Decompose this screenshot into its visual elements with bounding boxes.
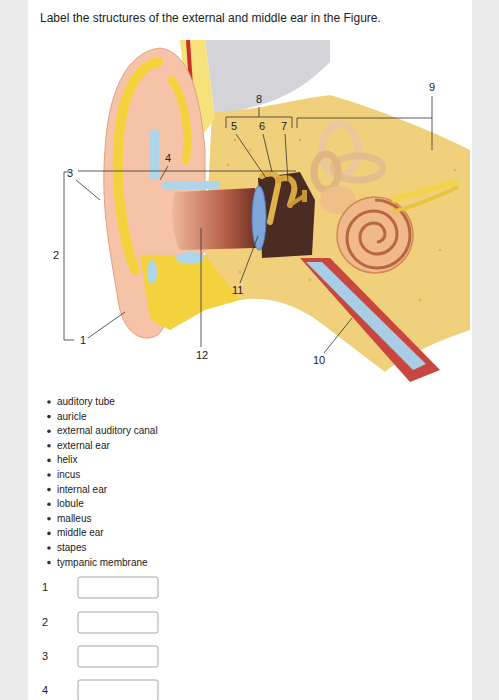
callout-number: 9: [429, 82, 435, 93]
auditory-tube-drawing: [306, 262, 426, 370]
leader-lines: [64, 96, 432, 353]
inner-ear-drawing: [392, 187, 458, 212]
question-title: Label the structures of the external and…: [40, 12, 381, 24]
callout-number: 12: [196, 350, 208, 361]
auricle-drawing: [150, 130, 159, 180]
answer-number: 2: [42, 617, 48, 628]
skull-and-skin: [227, 164, 230, 167]
leader-lines: [78, 171, 296, 172]
list-bullets: [47, 532, 51, 536]
callout-number: 1: [80, 335, 86, 346]
callout-number: 10: [313, 355, 325, 366]
list-bullets: [47, 429, 51, 433]
term-item: incus: [57, 470, 80, 480]
callout-number: 11: [232, 285, 243, 296]
auricle-drawing: [162, 181, 220, 189]
leader-lines: [88, 312, 125, 338]
canal-and-middle-ear: [302, 190, 307, 202]
answer-number: 3: [42, 651, 48, 662]
skull-and-skin: [309, 279, 312, 282]
answer-boxes: [78, 646, 158, 667]
auricle-drawing: [172, 80, 187, 160]
answer-boxes: [78, 680, 158, 700]
leader-lines: [76, 180, 100, 200]
list-bullets: [47, 400, 51, 404]
list-bullets: [47, 546, 51, 550]
list-bullets: [47, 400, 51, 564]
canal-and-middle-ear: [258, 172, 315, 258]
answer-number: 1: [42, 582, 48, 593]
list-bullets: [47, 459, 51, 463]
callout-number: 4: [165, 153, 171, 164]
answer-boxes: [78, 577, 158, 700]
sheet: [28, 0, 472, 700]
canal-and-middle-ear: [290, 196, 304, 205]
answer-number: 4: [42, 685, 48, 696]
inner-ear-drawing: [314, 124, 458, 273]
skull-and-skin: [239, 271, 242, 274]
auditory-tube-drawing: [300, 258, 440, 382]
leader-lines: [201, 228, 202, 347]
skull-and-skin: [454, 169, 456, 171]
callout-number: 6: [259, 121, 265, 132]
term-item: auditory tube: [57, 397, 115, 407]
canal-and-middle-ear: [252, 186, 266, 250]
leader-lines: [64, 172, 74, 340]
inner-ear-drawing: [314, 154, 338, 190]
leader-lines: [324, 318, 352, 353]
auricle-drawing: [147, 260, 157, 284]
list-bullets: [47, 415, 51, 419]
term-item: malleus: [57, 514, 91, 524]
term-item: stapes: [57, 543, 86, 553]
list-bullets: [47, 517, 51, 521]
leader-lines: [236, 134, 266, 178]
skull-and-skin: [439, 249, 441, 251]
leader-lines: [432, 96, 433, 118]
answer-boxes: [78, 577, 158, 598]
list-bullets: [47, 502, 51, 506]
term-item: helix: [57, 455, 78, 465]
callout-number: 3: [67, 168, 73, 179]
auditory-tube-drawing: [300, 258, 440, 382]
skull-and-skin: [419, 299, 422, 302]
term-item: external ear: [57, 441, 110, 451]
callout-number: 5: [231, 121, 237, 132]
answer-boxes: [78, 612, 158, 633]
skull-and-skin: [249, 149, 251, 151]
list-bullets: [47, 488, 51, 492]
list-bullets: [47, 561, 51, 565]
leader-lines: [297, 118, 432, 150]
leader-lines: [263, 134, 272, 172]
leader-lines: [259, 107, 260, 117]
callout-number: 7: [281, 121, 287, 132]
leader-lines: [285, 134, 288, 182]
auricle-drawing: [118, 62, 158, 270]
term-item: auricle: [57, 412, 86, 422]
skull-and-skin: [299, 139, 301, 141]
canal-and-middle-ear: [172, 188, 258, 250]
callout-number: 8: [256, 94, 262, 105]
term-item: tympanic membrane: [57, 558, 148, 568]
skull-and-skin: [234, 139, 237, 142]
auricle-drawing: [140, 255, 240, 330]
term-item: external auditory canal: [57, 426, 158, 436]
canal-and-middle-ear: [172, 172, 315, 258]
canal-and-middle-ear: [278, 178, 294, 205]
list-bullets: [47, 444, 51, 448]
term-item: lobule: [57, 499, 84, 509]
term-item: middle ear: [57, 528, 104, 538]
leader-lines: [160, 166, 168, 180]
callout-number: 2: [53, 250, 59, 261]
list-bullets: [47, 473, 51, 477]
term-item: internal ear: [57, 485, 107, 495]
leader-lines: [240, 236, 258, 283]
auricle-drawing: [176, 252, 204, 264]
